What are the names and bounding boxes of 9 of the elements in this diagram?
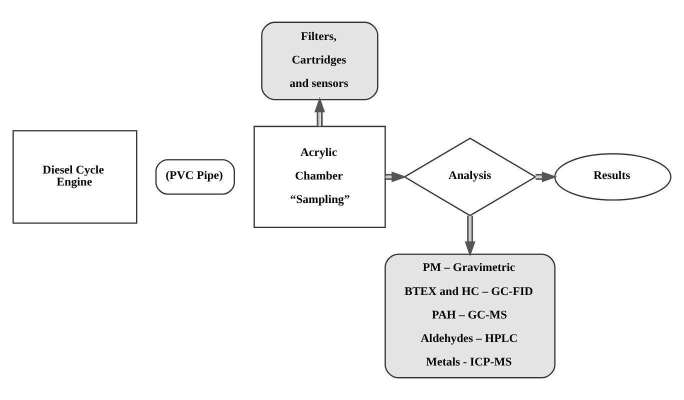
arrow bbox=[314, 97, 326, 126]
node-box: Acrylic Chamber “Sampling” bbox=[254, 126, 386, 228]
arrow bbox=[464, 216, 476, 257]
node-ellipse: Results bbox=[554, 153, 672, 201]
node-box: (PVC Pipe) bbox=[155, 159, 235, 195]
node-box: Diesel Cycle Engine bbox=[12, 130, 138, 224]
node-box: Filters, Cartridges and sensors bbox=[261, 22, 378, 100]
node-diamond: Analysis bbox=[403, 138, 537, 216]
node-box: PM – Gravimetric BTEX and HC – GC-FID PAH – GC-MS Aldehydes – HPLC Metals - ICP-MS bbox=[384, 254, 556, 378]
